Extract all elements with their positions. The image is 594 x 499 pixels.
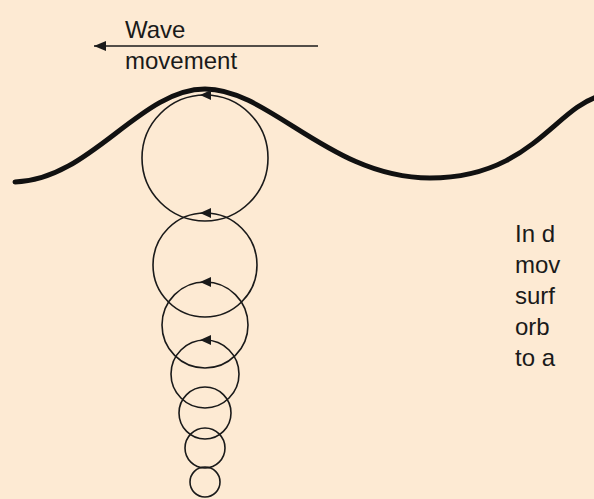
note-text: In d	[515, 218, 555, 249]
wave-surface	[15, 89, 594, 182]
direction-arrow	[94, 45, 318, 47]
note-text: orb	[515, 311, 550, 342]
note-text: mov	[515, 249, 560, 280]
orbit-arrows	[200, 90, 211, 345]
orbit-circles	[142, 95, 268, 497]
direction-label: Wave movement	[125, 14, 275, 76]
note-text: to a	[515, 342, 555, 373]
arrow-head	[94, 41, 106, 51]
note-text: surf	[515, 280, 555, 311]
